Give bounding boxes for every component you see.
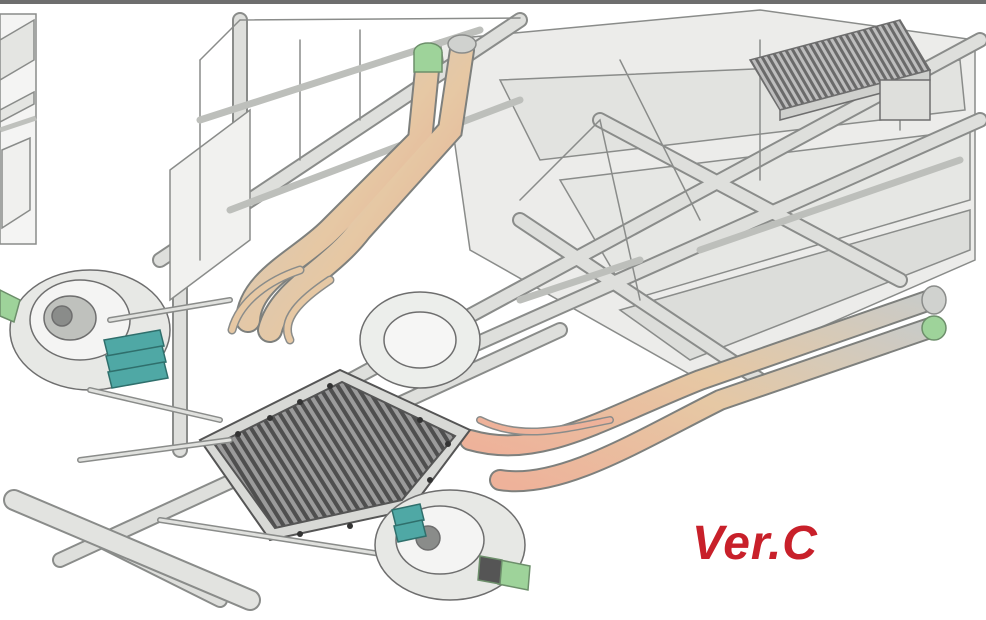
upper-exhaust-header: [227, 37, 475, 345]
upper-pipe-tips: [413, 34, 477, 73]
lower-pipe-tips: [921, 285, 947, 341]
rear-wheel-hub: [359, 291, 481, 389]
suspension-spring-right: [391, 503, 427, 543]
axle-tip-left: [0, 289, 21, 324]
suspension-spring-left: [103, 329, 169, 389]
left-partial-frame: [0, 13, 37, 245]
lower-exhaust-header: [459, 289, 941, 493]
top-border: [0, 0, 986, 4]
axle-tip-right: [477, 555, 531, 591]
version-caption: Ver.C: [692, 517, 818, 570]
radiator: [198, 368, 472, 542]
cooler: [748, 19, 932, 121]
front-bumper: [3, 489, 261, 611]
